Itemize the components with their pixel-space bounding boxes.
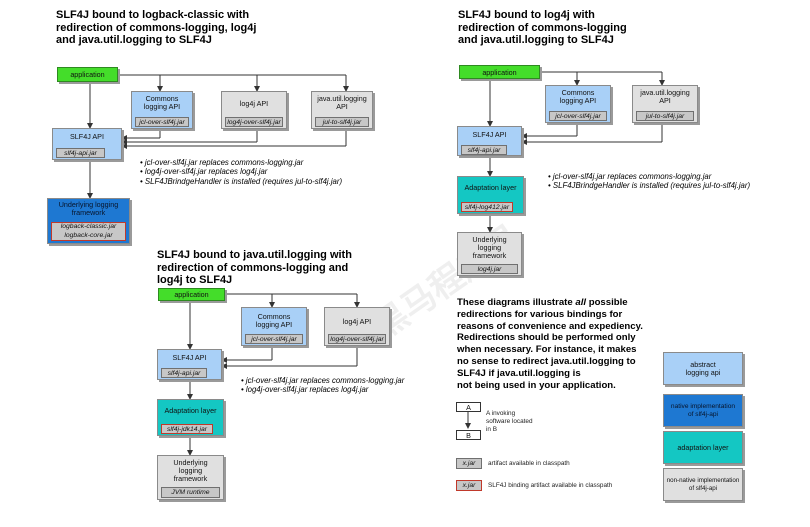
d2-slf4j-label: SLF4J API	[472, 130, 507, 139]
d3-underlying-jar: JVM runtime	[161, 487, 220, 498]
d3-note: jcl-over-slf4j.jar replaces commons-logg…	[241, 376, 404, 385]
explanation-pre: These diagrams illustrate	[457, 297, 576, 308]
legend-abstract-api-box: abstract logging api	[663, 352, 743, 385]
d3-adaptation-label: Adaptation layer	[164, 406, 217, 415]
legend-binding-text: SLF4J binding artifact available in clas…	[488, 482, 613, 489]
d1-underlying-label: Underlying logging framework	[58, 200, 119, 218]
d1-jul-jar: jul-to-slf4j.jar	[315, 117, 369, 127]
d3-adaptation-jar: slf4j-jdk14.jar	[161, 424, 213, 434]
d2-commons-logging-api-box: Commons logging API jcl-over-slf4j.jar	[545, 85, 611, 123]
d3-note: log4j-over-slf4j.jar replaces log4j.jar	[241, 385, 404, 394]
d3-slf4j-label: SLF4J API	[172, 353, 207, 362]
d3-adaptation-layer-box: Adaptation layer slf4j-jdk14.jar	[157, 399, 224, 436]
legend-a-box: A	[456, 402, 481, 412]
d3-log4j-label: log4j API	[342, 317, 372, 326]
d3-log4j-jar: log4j-over-slf4j.jar	[328, 334, 386, 344]
d2-adaptation-layer-box: Adaptation layer slf4j-log412.jar	[457, 176, 524, 214]
d1-application-box: application	[57, 67, 118, 82]
d3-slf4j-api-box: SLF4J API slf4j-api.jar	[157, 349, 222, 380]
explanation-post: possible	[586, 297, 628, 308]
d3-commons-jar: jcl-over-slf4j.jar	[245, 334, 303, 344]
d1-application-label: application	[70, 70, 105, 79]
legend-nonnative-label: non-native implementation of slf4j-api	[666, 477, 740, 493]
legend-jar-text: artifact available in classpath	[488, 460, 570, 467]
d1-note: SLF4JBrindgeHandler is installed (requir…	[140, 177, 342, 186]
d2-underlying-framework-box: Underlying logging framework log4j.jar	[457, 232, 522, 276]
legend-b-label: B	[466, 431, 471, 440]
d1-commons-jar: jcl-over-slf4j.jar	[135, 117, 189, 127]
d1-slf4j-label: SLF4J API	[70, 132, 104, 141]
d1-log4j-api-box: log4j API log4j-over-slf4j.jar	[221, 91, 287, 129]
legend-b-box: B	[456, 430, 481, 440]
explanation-text: These diagrams illustrate all possible r…	[457, 297, 672, 391]
d1-note: log4j-over-slf4j.jar replaces log4j.jar	[140, 167, 342, 176]
d2-commons-label: Commons logging API	[559, 88, 597, 106]
d3-commons-logging-api-box: Commons logging API jcl-over-slf4j.jar	[241, 307, 307, 346]
legend-nonnative-box: non-native implementation of slf4j-api	[663, 468, 743, 501]
legend-native-label: native implementation of slf4j-api	[670, 403, 736, 419]
legend-adaptation-box: adaptation layer	[663, 431, 743, 464]
d3-application-box: application	[158, 288, 225, 301]
legend-jar-sample: x.jar	[456, 458, 482, 469]
d3-notes: jcl-over-slf4j.jar replaces commons-logg…	[241, 376, 404, 395]
d3-underlying-label: Underlying logging framework	[173, 458, 208, 484]
d2-application-label: application	[482, 68, 517, 77]
d3-underlying-framework-box: Underlying logging framework JVM runtime	[157, 455, 224, 500]
d3-commons-label: Commons logging API	[255, 312, 293, 330]
d2-underlying-jar: log4j.jar	[461, 264, 518, 274]
d3-application-label: application	[174, 290, 209, 299]
d2-notes: jcl-over-slf4j.jar replaces commons-logg…	[548, 172, 750, 191]
legend-abstract-label: abstract logging api	[685, 360, 721, 378]
d1-note: jcl-over-slf4j.jar replaces commons-logg…	[140, 158, 342, 167]
d1-commons-logging-api-box: Commons logging API jcl-over-slf4j.jar	[131, 91, 193, 129]
d2-jul-jar: jul-to-slf4j.jar	[636, 111, 694, 121]
diagram2-title: SLF4J bound to log4j with redirection of…	[458, 9, 627, 46]
d1-slf4j-api-box: SLF4J API slf4j-api.jar	[52, 128, 122, 160]
d1-underlying-jar: logback-classic.jar logback-core.jar	[51, 222, 126, 241]
d3-slf4j-jar: slf4j-api.jar	[161, 368, 207, 378]
d1-log4j-label: log4j API	[239, 99, 269, 108]
d1-jul-label: java.util.logging API	[317, 94, 367, 112]
d2-adaptation-jar: slf4j-log412.jar	[461, 202, 513, 212]
d2-slf4j-api-box: SLF4J API slf4j-api.jar	[457, 126, 522, 156]
legend-binding-jar-sample: x.jar	[456, 480, 482, 491]
d3-log4j-api-box: log4j API log4j-over-slf4j.jar	[324, 307, 390, 346]
legend-adaptation-label: adaptation layer	[677, 443, 729, 452]
d2-underlying-label: Underlying logging framework	[472, 235, 507, 261]
d1-commons-label: Commons logging API	[143, 94, 181, 112]
diagram1-title: SLF4J bound to logback-classic with redi…	[56, 9, 257, 46]
d1-jul-api-box: java.util.logging API jul-to-slf4j.jar	[311, 91, 373, 129]
d1-slf4j-jar: slf4j-api.jar	[56, 148, 105, 158]
d2-commons-jar: jcl-over-slf4j.jar	[549, 111, 607, 121]
d1-log4j-jar: log4j-over-slf4j.jar	[225, 117, 283, 127]
d2-application-box: application	[459, 65, 540, 79]
d1-underlying-framework-box: Underlying logging framework logback-cla…	[47, 198, 130, 244]
legend-native-impl-box: native implementation of slf4j-api	[663, 394, 743, 427]
d2-adaptation-label: Adaptation layer	[464, 183, 517, 192]
explanation-line1: These diagrams illustrate all possible	[457, 297, 672, 309]
d2-note: jcl-over-slf4j.jar replaces commons-logg…	[548, 172, 750, 181]
d2-jul-label: java.util.logging API	[640, 88, 690, 106]
d2-slf4j-jar: slf4j-api.jar	[461, 145, 507, 155]
d2-jul-api-box: java.util.logging API jul-to-slf4j.jar	[632, 85, 698, 123]
legend-a-label: A	[466, 403, 471, 412]
diagram3-title: SLF4J bound to java.util.logging with re…	[157, 249, 352, 286]
d1-notes: jcl-over-slf4j.jar replaces commons-logg…	[140, 158, 342, 186]
d2-note: SLF4JBrindgeHandler is installed (requir…	[548, 181, 750, 190]
legend-ab-text: A invoking software located in B	[486, 410, 533, 433]
explanation-emphasis: all	[575, 297, 587, 308]
explanation-rest: redirections for various bindings for re…	[457, 308, 643, 391]
